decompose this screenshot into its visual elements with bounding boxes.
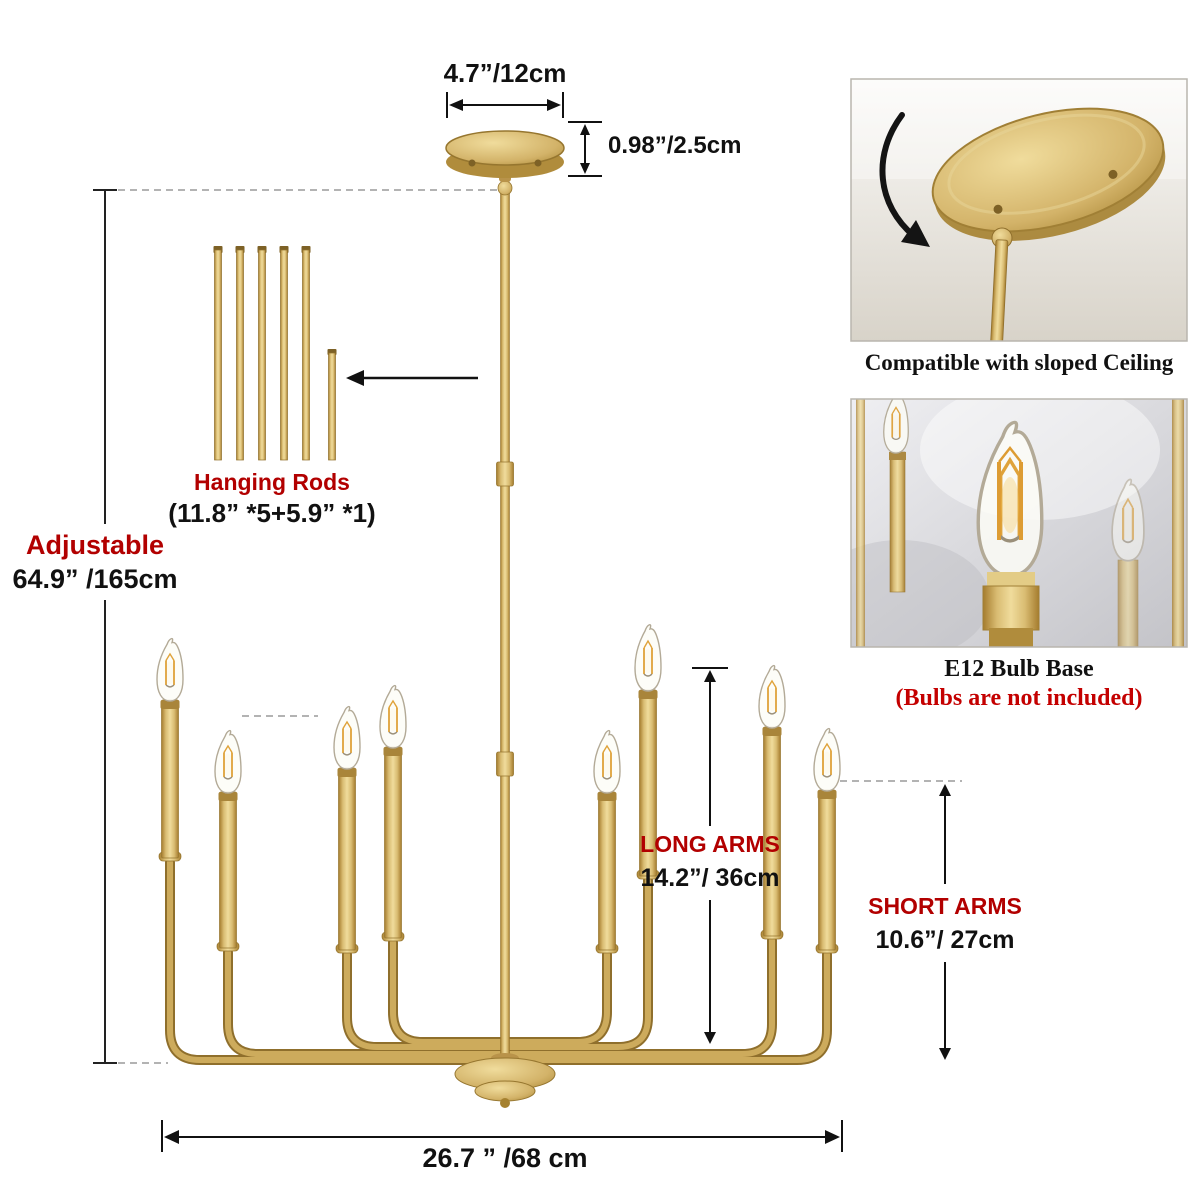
canopy-height-dimension-label: 0.98”/2.5cm bbox=[608, 132, 741, 159]
candle bbox=[333, 705, 361, 954]
bulb-base-caption: E12 Bulb Base bbox=[944, 656, 1094, 682]
candle bbox=[214, 729, 242, 952]
long-arms-dimension bbox=[692, 667, 728, 1044]
long-arms-label: LONG ARMS bbox=[640, 831, 780, 857]
short-arms-dimension bbox=[840, 780, 962, 1060]
canopy-width-dimension-label: 4.7”/12cm bbox=[444, 58, 567, 88]
hanging-rods-spec: (11.8” *5+5.9” *1) bbox=[168, 498, 375, 528]
candle bbox=[379, 684, 407, 942]
candles bbox=[156, 623, 841, 954]
main-downrod bbox=[496, 185, 514, 1061]
rotate-arrow-icon bbox=[879, 112, 930, 247]
overall-width-label: 26.7 ” /68 cm bbox=[422, 1143, 587, 1173]
candle bbox=[593, 729, 621, 954]
hanging-rods-illustration: Hanging Rods (11.8” *5+5.9” *1) bbox=[168, 246, 478, 528]
chandelier-arms bbox=[165, 857, 832, 1065]
short-arms-value: 10.6”/ 27cm bbox=[876, 926, 1015, 954]
adjustable-value: 64.9” /165cm bbox=[12, 564, 177, 594]
bottom-hub bbox=[454, 1053, 556, 1108]
overall-width-dimension bbox=[161, 1120, 843, 1152]
hanging-rods-title: Hanging Rods bbox=[194, 469, 350, 495]
candle bbox=[634, 623, 662, 880]
ceiling-canopy bbox=[445, 130, 565, 196]
bulb-base-inset: E12 Bulb Base (Bulbs are not included) bbox=[850, 398, 1188, 711]
short-arms-label: SHORT ARMS bbox=[868, 893, 1022, 919]
adjustable-height-dimension bbox=[93, 189, 498, 1064]
candle bbox=[813, 727, 841, 954]
candle bbox=[758, 664, 786, 940]
adjustable-label: Adjustable bbox=[26, 530, 164, 560]
sloped-ceiling-caption: Compatible with sloped Ceiling bbox=[865, 350, 1174, 375]
bulbs-note-caption: (Bulbs are not included) bbox=[896, 685, 1143, 711]
canopy-height-dimension bbox=[568, 121, 602, 177]
left-arrow-icon bbox=[346, 370, 478, 386]
canopy-width-dimension bbox=[446, 92, 564, 118]
candle bbox=[156, 637, 184, 862]
long-arms-value: 14.2”/ 36cm bbox=[641, 864, 780, 892]
sloped-ceiling-inset: Compatible with sloped Ceiling bbox=[850, 78, 1188, 375]
